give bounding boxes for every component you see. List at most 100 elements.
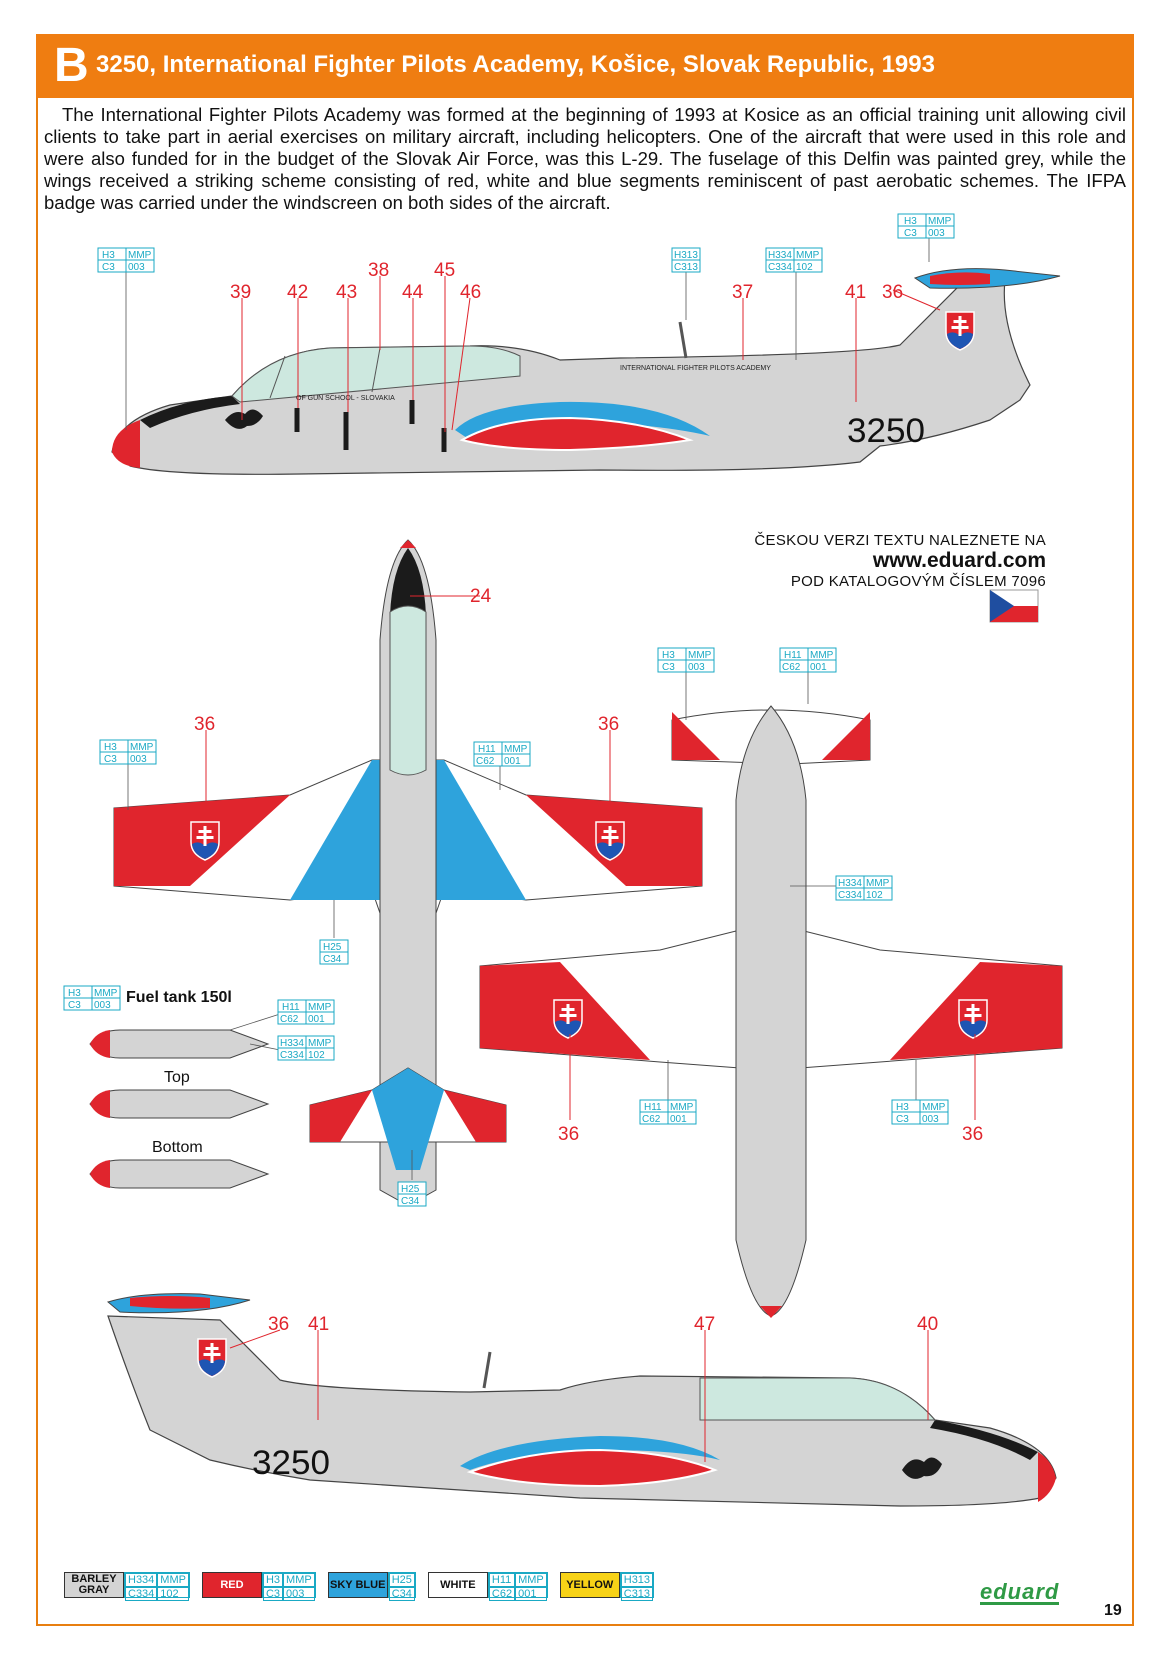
- svg-text:C3: C3: [68, 1000, 81, 1011]
- svg-text:MMP: MMP: [928, 216, 952, 227]
- svg-text:003: 003: [922, 1114, 939, 1125]
- svg-text:41: 41: [845, 282, 866, 303]
- svg-text:C3: C3: [662, 662, 675, 673]
- svg-text:H3: H3: [662, 650, 675, 661]
- svg-text:MMP: MMP: [810, 650, 834, 661]
- svg-text:H25: H25: [401, 1184, 420, 1195]
- website-link[interactable]: www.eduard.com: [872, 549, 1046, 572]
- svg-text:36: 36: [962, 1124, 983, 1145]
- fuel-tank-title: Fuel tank 150l: [126, 989, 232, 1006]
- bottom-view: [479, 705, 1063, 1318]
- svg-text:44: 44: [402, 282, 424, 303]
- svg-text:H11: H11: [282, 1002, 300, 1013]
- svg-text:C334: C334: [280, 1050, 304, 1061]
- description-text: The International Fighter Pilots Academy…: [44, 104, 1126, 213]
- svg-text:C3: C3: [904, 228, 917, 239]
- title-banner: B 3250, International Fighter Pilots Aca…: [36, 34, 1134, 98]
- svg-text:MMP: MMP: [308, 1038, 332, 1049]
- svg-text:36: 36: [268, 1314, 289, 1335]
- czech-note: ČESKOU VERZI TEXTU NALEZNETE NA www.edua…: [706, 532, 1046, 590]
- svg-text:H334: H334: [838, 878, 862, 889]
- svg-text:H3: H3: [104, 742, 117, 753]
- page-title: 3250, International Fighter Pilots Acade…: [96, 51, 935, 78]
- svg-text:MMP: MMP: [128, 250, 152, 261]
- svg-text:MMP: MMP: [688, 650, 712, 661]
- svg-text:MMP: MMP: [670, 1102, 694, 1113]
- svg-text:003: 003: [130, 754, 147, 765]
- svg-text:46: 46: [460, 282, 481, 303]
- svg-text:H11: H11: [478, 744, 496, 755]
- svg-text:39: 39: [230, 282, 251, 303]
- svg-text:MMP: MMP: [130, 742, 154, 753]
- fuel-tank-bottom: [89, 1159, 270, 1189]
- svg-text:H3: H3: [102, 250, 115, 261]
- svg-text:H11: H11: [784, 650, 802, 661]
- svg-text:H313: H313: [674, 250, 698, 261]
- fuel-tank-side: [89, 1029, 270, 1059]
- top-view: [113, 539, 703, 1201]
- svg-text:41: 41: [308, 1314, 329, 1335]
- svg-text:H3: H3: [68, 988, 81, 999]
- svg-text:C334: C334: [768, 262, 792, 273]
- svg-text:MMP: MMP: [922, 1102, 946, 1113]
- svg-text:MMP: MMP: [504, 744, 528, 755]
- svg-text:MMP: MMP: [796, 250, 820, 261]
- svg-text:H3: H3: [896, 1102, 909, 1113]
- svg-text:37: 37: [732, 282, 753, 303]
- svg-text:C62: C62: [280, 1014, 299, 1025]
- svg-text:38: 38: [368, 260, 389, 281]
- czech-flag-icon: [989, 589, 1039, 623]
- left-profile-view: 3250 INTERNATIONAL FIGHTER PILOTS ACADEM…: [111, 268, 1061, 475]
- svg-text:003: 003: [928, 228, 945, 239]
- fuselage-text: INTERNATIONAL FIGHTER PILOTS ACADEMY: [620, 365, 771, 372]
- eduard-logo: eduard: [980, 1579, 1060, 1605]
- svg-text:C62: C62: [642, 1114, 661, 1125]
- svg-text:001: 001: [504, 756, 521, 767]
- svg-text:H334: H334: [280, 1038, 304, 1049]
- svg-text:H25: H25: [323, 942, 342, 953]
- page-number: 19: [1104, 1602, 1122, 1619]
- callout-lines: [205, 276, 976, 1462]
- svg-text:MMP: MMP: [866, 878, 890, 889]
- svg-text:102: 102: [796, 262, 813, 273]
- svg-text:36: 36: [882, 282, 903, 303]
- scheme-badge: B: [54, 39, 89, 92]
- fuel-tank-top: [89, 1089, 270, 1119]
- svg-text:102: 102: [308, 1050, 325, 1061]
- svg-text:43: 43: [336, 282, 357, 303]
- svg-text:MMP: MMP: [308, 1002, 332, 1013]
- svg-text:003: 003: [94, 1000, 111, 1011]
- svg-text:C62: C62: [782, 662, 801, 673]
- svg-text:MMP: MMP: [94, 988, 118, 999]
- svg-text:C334: C334: [838, 890, 862, 901]
- svg-text:001: 001: [670, 1114, 687, 1125]
- fuselage-serial: 3250: [847, 412, 925, 450]
- svg-text:C34: C34: [323, 954, 342, 965]
- svg-text:003: 003: [128, 262, 145, 273]
- callouts-right-profile: 36 41 47 40: [268, 1314, 938, 1335]
- svg-text:36: 36: [558, 1124, 579, 1145]
- svg-text:24: 24: [470, 586, 492, 607]
- svg-text:C3: C3: [104, 754, 117, 765]
- svg-text:C62: C62: [476, 756, 495, 767]
- svg-text:C3: C3: [896, 1114, 909, 1125]
- right-profile-view: 3250: [106, 1293, 1057, 1507]
- svg-text:42: 42: [287, 282, 308, 303]
- svg-text:001: 001: [308, 1014, 325, 1025]
- svg-text:001: 001: [810, 662, 827, 673]
- svg-text:40: 40: [917, 1314, 938, 1335]
- fuselage-serial-right: 3250: [252, 1444, 330, 1482]
- svg-text:H3: H3: [904, 216, 917, 227]
- svg-text:47: 47: [694, 1314, 715, 1335]
- svg-text:H334: H334: [768, 250, 792, 261]
- nose-text: OF GUN SCHOOL - SLOVAKIA: [296, 395, 395, 402]
- callouts-top-view: 24 36 36: [194, 586, 619, 735]
- svg-text:102: 102: [866, 890, 883, 901]
